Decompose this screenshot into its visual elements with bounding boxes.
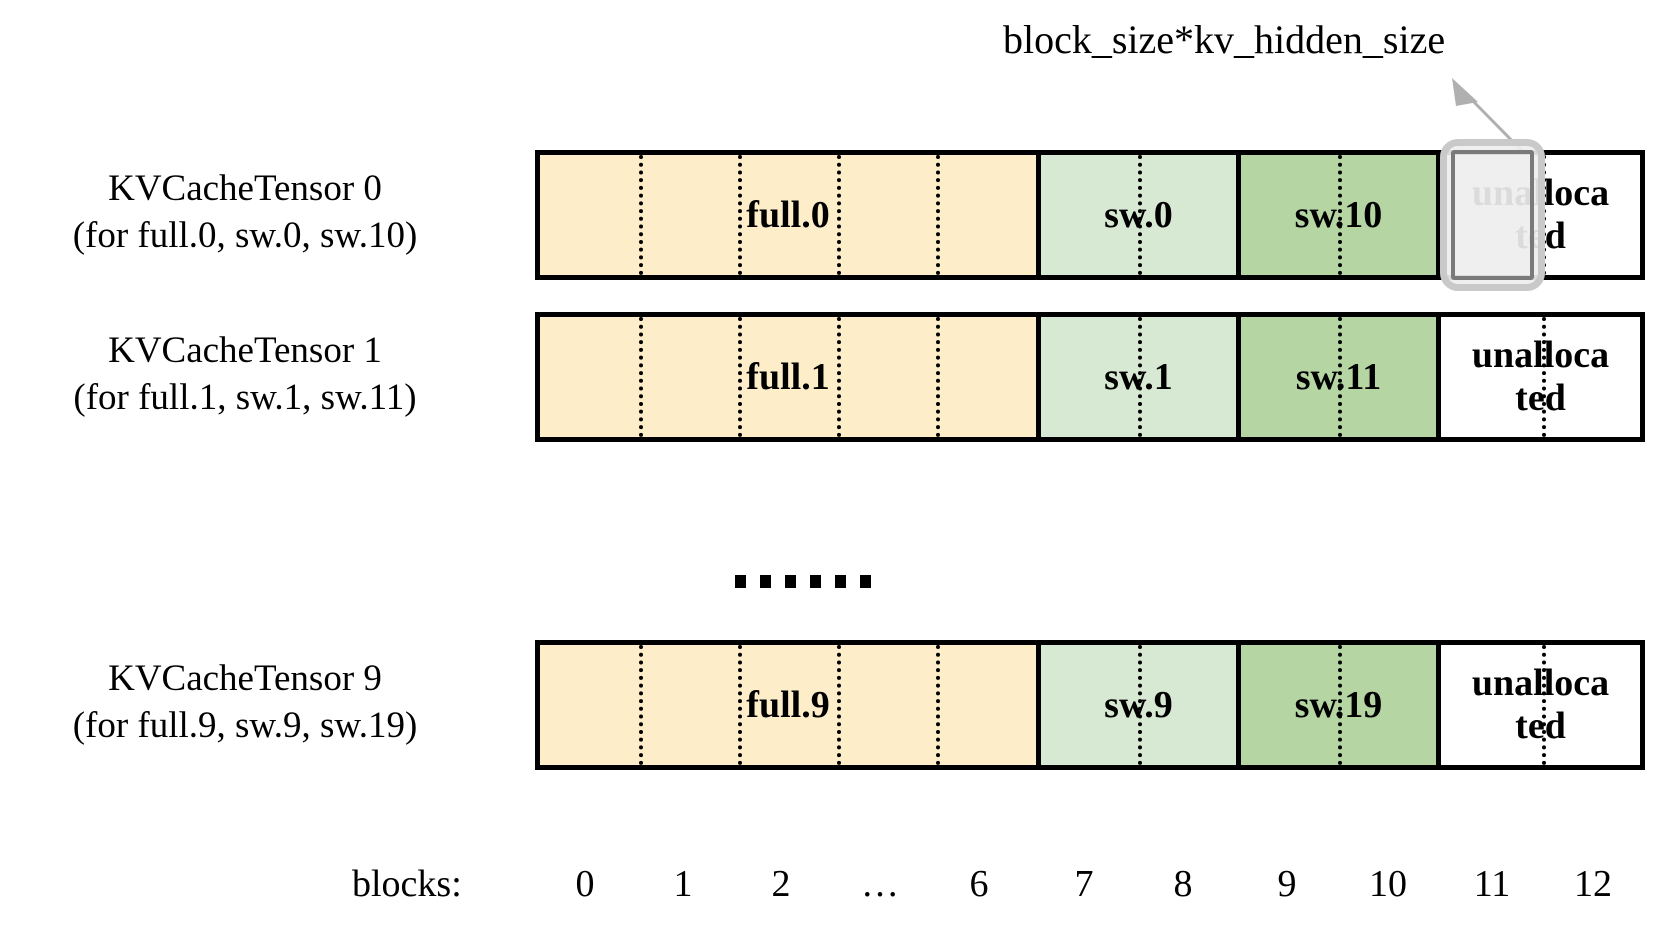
segment-unallocated-1[interactable]: unalloca ted xyxy=(1436,317,1640,437)
segment-sw-dark-1[interactable]: sw.11 xyxy=(1236,317,1436,437)
axis-tick-5: 7 xyxy=(1074,863,1094,905)
kvcachetensor-bar-9: full.9 sw.9 sw.19 unalloca ted xyxy=(535,640,1645,770)
row-title-1: KVCacheTensor 1 xyxy=(108,330,382,371)
segment-label: unalloca ted xyxy=(1471,662,1610,747)
axis-tick-3: … xyxy=(861,863,899,905)
axis-tick-row: 0 1 2 … 6 7 8 9 10 11 12 xyxy=(535,862,1645,912)
axis-tick-8: 10 xyxy=(1369,863,1407,905)
segment-label: full.0 xyxy=(746,193,830,236)
axis-tick-7: 9 xyxy=(1277,863,1297,905)
axis-tick-10: 12 xyxy=(1574,863,1612,905)
segment-sw-light-1[interactable]: sw.1 xyxy=(1036,317,1236,437)
segment-label: sw.9 xyxy=(1104,683,1173,726)
segment-sw-light-0[interactable]: sw.0 xyxy=(1036,155,1236,275)
highlight-block-11[interactable] xyxy=(1440,139,1545,291)
rows-ellipsis xyxy=(735,575,871,588)
row-subtitle-9: (for full.9, sw.9, sw.19) xyxy=(72,705,418,747)
axis-caption: blocks: xyxy=(352,863,462,905)
segment-label: sw.1 xyxy=(1104,355,1173,398)
axis-tick-2: 2 xyxy=(771,863,791,905)
axis-tick-4: 6 xyxy=(969,863,989,905)
segment-full-0[interactable]: full.0 xyxy=(540,155,1036,275)
segment-label: sw.11 xyxy=(1295,355,1382,398)
segment-label: full.9 xyxy=(746,683,830,726)
callout-label: block_size*kv_hidden_size xyxy=(1003,17,1446,62)
axis-tick-0: 0 xyxy=(575,863,595,905)
segment-label: unalloca ted xyxy=(1471,334,1610,419)
segment-sw-light-9[interactable]: sw.9 xyxy=(1036,645,1236,765)
segment-sw-dark-0[interactable]: sw.10 xyxy=(1236,155,1436,275)
row-title-9: KVCacheTensor 9 xyxy=(108,658,382,699)
row-label-1: KVCacheTensor 1 (for full.1, sw.1, sw.11… xyxy=(0,327,490,422)
row-label-9: KVCacheTensor 9 (for full.9, sw.9, sw.19… xyxy=(0,655,490,750)
segment-label: sw.0 xyxy=(1104,193,1173,236)
row-title-0: KVCacheTensor 0 xyxy=(108,168,382,209)
segment-sw-dark-9[interactable]: sw.19 xyxy=(1236,645,1436,765)
row-subtitle-0: (for full.0, sw.0, sw.10) xyxy=(72,215,418,257)
segment-label: full.1 xyxy=(746,355,830,398)
row-subtitle-1: (for full.1, sw.1, sw.11) xyxy=(73,377,417,419)
segment-label: sw.19 xyxy=(1294,683,1383,726)
axis-tick-9: 11 xyxy=(1473,863,1511,905)
kvcachetensor-bar-1: full.1 sw.1 sw.11 unalloca ted xyxy=(535,312,1645,442)
row-label-0: KVCacheTensor 0 (for full.0, sw.0, sw.10… xyxy=(0,165,490,260)
segment-unallocated-9[interactable]: unalloca ted xyxy=(1436,645,1640,765)
segment-full-1[interactable]: full.1 xyxy=(540,317,1036,437)
segment-full-9[interactable]: full.9 xyxy=(540,645,1036,765)
axis-tick-1: 1 xyxy=(673,863,693,905)
segment-label: sw.10 xyxy=(1294,193,1383,236)
axis-tick-6: 8 xyxy=(1173,863,1193,905)
